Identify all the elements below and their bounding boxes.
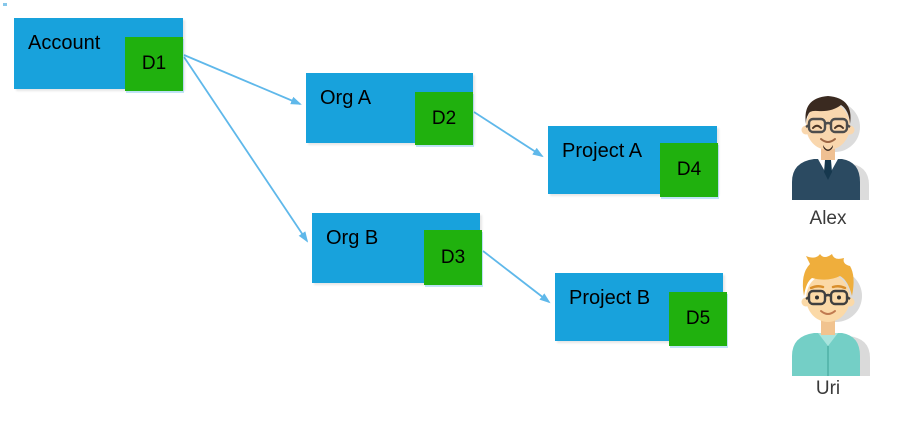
arrow-org-b-to-project-b <box>482 250 551 304</box>
badge-d2-label: D2 <box>431 107 457 129</box>
badge-d5-label: D5 <box>685 308 711 329</box>
arrow-account-to-org-b <box>183 56 309 243</box>
node-account-label: Account <box>28 32 101 54</box>
node-org-b-label: Org B <box>326 227 379 249</box>
arrow-account-to-org-a <box>183 54 302 105</box>
node-project-a-label: Project A <box>562 140 643 162</box>
node-project-b-label: Project B <box>569 287 651 309</box>
user-name-alex: Alex <box>809 208 847 229</box>
avatar-uri <box>792 254 870 376</box>
node-account: Account D1 <box>14 18 183 91</box>
badge-d3: D3 <box>424 230 482 285</box>
arrow-org-a-to-project-a <box>473 111 544 158</box>
node-project-a: Project A D4 <box>548 126 718 197</box>
badge-d4: D4 <box>660 143 718 197</box>
badge-d1-label: D1 <box>141 53 167 74</box>
node-project-b: Project B D5 <box>555 273 727 346</box>
avatar-alex <box>792 96 869 200</box>
node-org-a-label: Org A <box>320 87 372 109</box>
avatar-uri-glasses <box>805 289 851 306</box>
badge-d1: D1 <box>125 37 183 91</box>
user-name-uri: Uri <box>815 378 841 399</box>
node-org-b: Org B D3 <box>312 213 482 285</box>
badge-d4-label: D4 <box>676 159 702 180</box>
corner-artifact <box>3 3 7 6</box>
badge-d2: D2 <box>415 92 473 145</box>
avatar-alex-glasses <box>805 117 851 134</box>
badge-d3-label: D3 <box>440 246 466 268</box>
badge-d5: D5 <box>669 292 727 346</box>
node-org-a: Org A D2 <box>306 73 473 145</box>
